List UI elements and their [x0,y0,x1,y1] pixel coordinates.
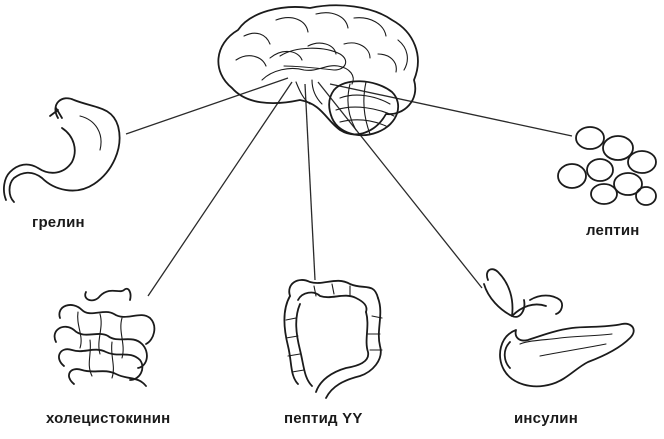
label-peptide-yy: пептид YY [284,410,363,427]
connector-intestine [147,81,293,297]
connector-stomach [125,77,289,135]
label-insulin: инсулин [514,410,578,427]
pancreas-icon [483,268,635,388]
label-ghrelin: грелин [32,214,85,231]
label-cholecystokinin: холецистокинин [46,410,171,427]
label-leptin: лептин [586,222,640,239]
small-intestine-icon [53,287,156,387]
connector-colon [304,83,316,281]
connector-pancreas [317,81,483,289]
connector-fat [329,83,573,137]
brain-icon [217,4,419,137]
stomach-icon [3,97,121,203]
fat-cells-icon [557,126,657,206]
colon-icon [283,279,383,399]
